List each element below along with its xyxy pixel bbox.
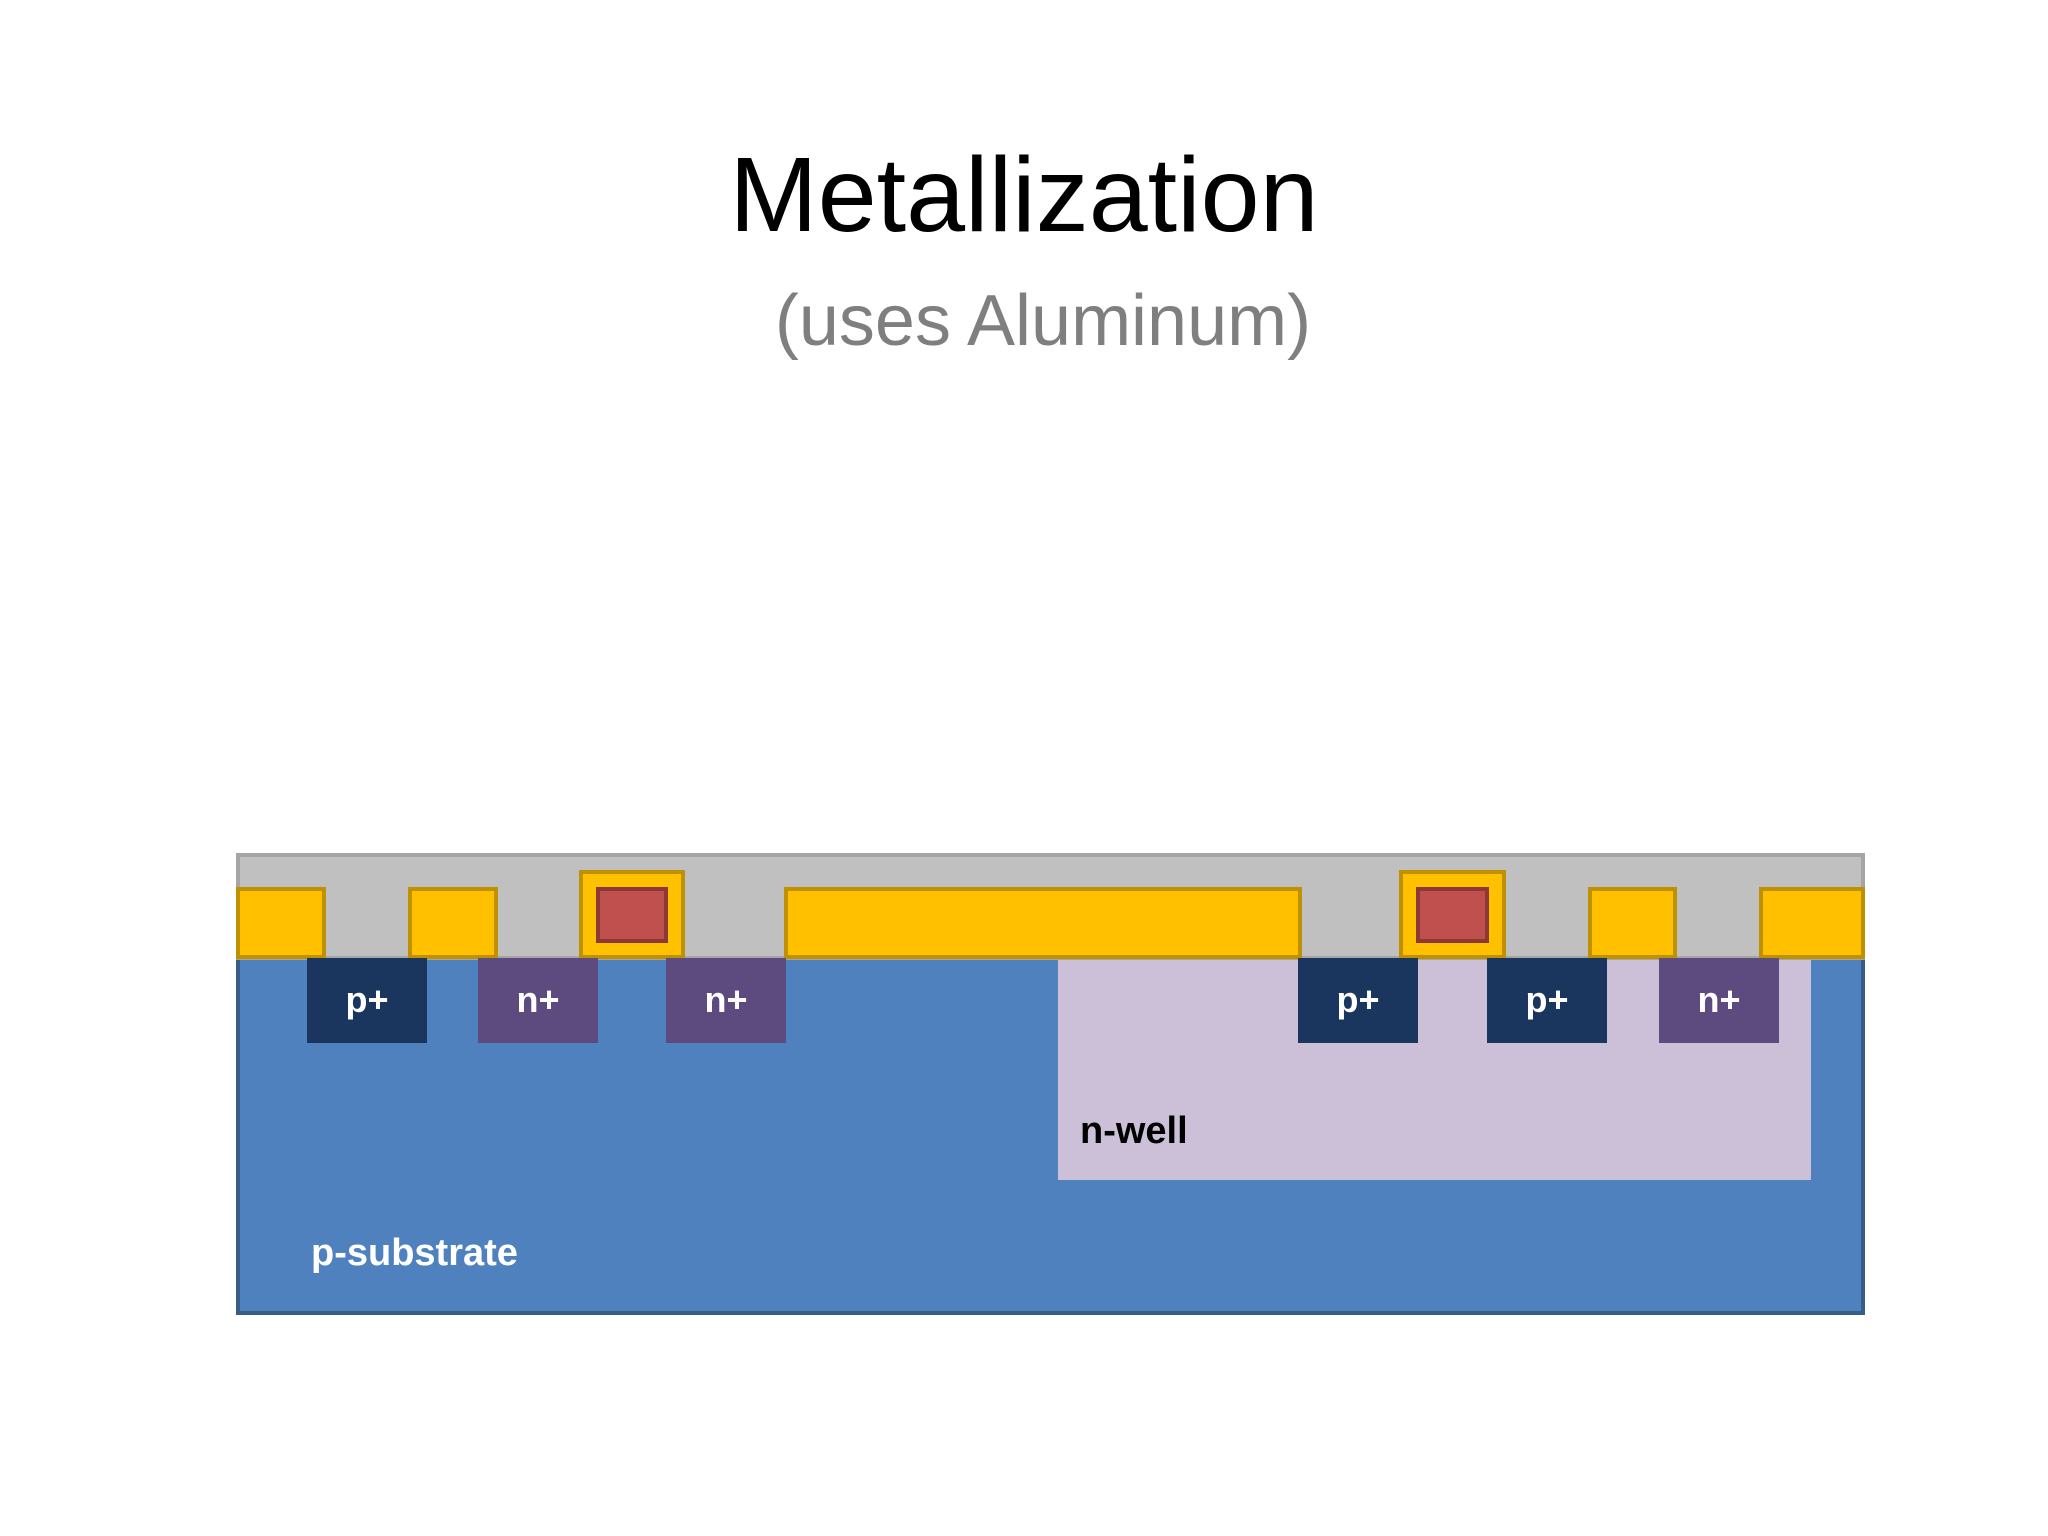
metal-contact-1 <box>236 887 326 959</box>
n-plus-label-1: n+ <box>516 979 559 1020</box>
poly-gate-1 <box>596 887 668 943</box>
poly-gate-2 <box>1416 887 1489 943</box>
p-plus-label-3: p+ <box>1525 979 1568 1020</box>
p-plus-label-1: p+ <box>345 979 388 1020</box>
metal-contact-4 <box>1759 887 1865 959</box>
n-plus-label-3: n+ <box>1697 979 1740 1020</box>
n-plus-label-2: n+ <box>704 979 747 1020</box>
p-plus-diffusion-2 <box>1298 958 1418 1043</box>
p-plus-label-2: p+ <box>1336 979 1379 1020</box>
metal-interconnect <box>784 887 1302 959</box>
p-plus-diffusion-1 <box>307 958 427 1043</box>
n-plus-diffusion-1 <box>478 958 598 1043</box>
n-well-label: n-well <box>1080 1110 1188 1152</box>
n-plus-diffusion-3 <box>1659 958 1779 1043</box>
slide-subtitle: (uses Aluminum) <box>774 281 1312 361</box>
slide-title: Metallization <box>729 136 1319 254</box>
p-substrate-label: p-substrate <box>311 1232 518 1274</box>
metal-contact-3 <box>1588 887 1677 959</box>
p-plus-diffusion-3 <box>1487 958 1607 1043</box>
n-plus-diffusion-2 <box>666 958 786 1043</box>
metal-contact-2 <box>408 887 498 959</box>
